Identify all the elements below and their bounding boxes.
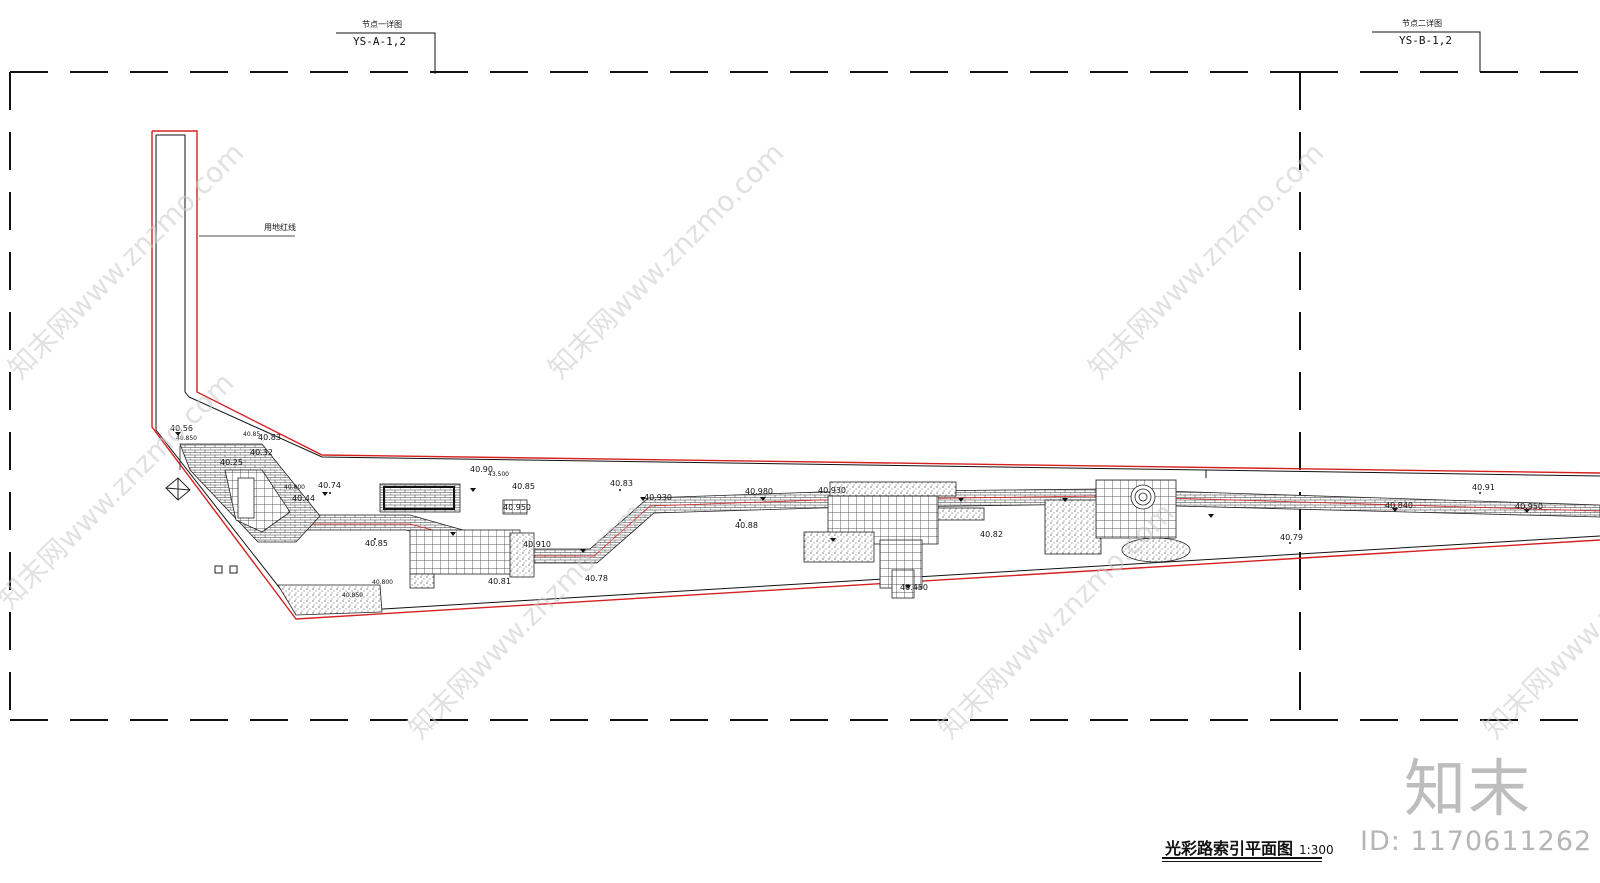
plaza-block-2 <box>803 481 985 599</box>
elevation-label: 40.85 <box>243 431 260 438</box>
viewport-frame-2 <box>1300 71 1600 721</box>
drawing-title: 光彩路索引平面图 <box>1165 839 1294 858</box>
elevation-label: 40.930 <box>644 493 672 502</box>
watermark-brand: 知末 <box>1404 752 1533 825</box>
elevation-label: 40.56 <box>170 424 193 433</box>
elevation-label: 40.81 <box>488 577 511 586</box>
elevation-label: 40.79 <box>1280 533 1303 542</box>
elevation-label: 40.910 <box>523 540 551 549</box>
watermark-text: 知末网www.znzmo.com <box>1477 496 1600 745</box>
watermark-repeats: 知末网www.znzmo.com 知末网www.znzmo.com 知末网www… <box>0 136 1600 745</box>
elevation-label: 40.950 <box>503 503 531 512</box>
callout-leader-2 <box>1372 31 1481 72</box>
elevation-label: 40.82 <box>980 530 1003 539</box>
boundary-label: 用地红线 <box>264 222 296 232</box>
callout-node-2: 节点二详图 <box>1402 18 1442 28</box>
title-underline-thick <box>1162 857 1322 859</box>
elevation-label: 40.83 <box>258 433 281 442</box>
elevation-label: 40.78 <box>585 574 608 583</box>
elevation-label: 40.44 <box>292 494 315 503</box>
callout-leader-1 <box>336 32 436 74</box>
elevation-label: 40.930 <box>818 486 846 495</box>
viewport-frame-1 <box>9 71 1301 721</box>
elevation-label: 40.450 <box>900 583 928 592</box>
elevation-label: 43.500 <box>488 471 509 478</box>
elevation-label: 40.850 <box>176 435 197 442</box>
watermark-text: 知末网www.znzmo.com <box>1082 136 1331 385</box>
entry-symbol <box>165 477 238 574</box>
elevation-label: 40.840 <box>1385 501 1413 510</box>
elevation-label: 40.91 <box>1472 483 1495 492</box>
watermark-text: 知末网www.znzmo.com <box>0 366 240 615</box>
elevation-label: 40.88 <box>735 521 758 530</box>
elevation-label: 40.950 <box>1515 502 1543 511</box>
elevation-label: 40.85 <box>512 482 535 491</box>
elevation-label: 40.800 <box>284 484 305 491</box>
elevation-label: 40.90 <box>470 465 493 474</box>
elevation-markers <box>175 432 1530 589</box>
callout-sheet-1: YS-A-1,2 <box>353 35 406 48</box>
elevation-label: 40.83 <box>610 479 633 488</box>
watermark-text: 知末网www.znzmo.com <box>542 136 791 385</box>
elevation-label: 40.74 <box>318 481 341 490</box>
road-edge <box>155 134 1600 615</box>
elevation-label: 40.85 <box>365 539 388 548</box>
elevation-label: 40.850 <box>342 592 363 599</box>
site-red-line <box>151 130 1600 620</box>
watermark-id: ID: 1170611262 <box>1360 826 1593 857</box>
entry-plaza <box>179 443 383 616</box>
elevation-label: 40.980 <box>745 487 773 496</box>
elevation-label: 40.32 <box>250 448 273 457</box>
callout-node-1: 节点一详图 <box>362 19 402 29</box>
title-underline-thin <box>1162 861 1322 862</box>
drawing-title-block: 光彩路索引平面图 1:300 <box>1165 835 1334 859</box>
plaza-block-3 <box>1044 479 1191 563</box>
elevation-labels: 40.56 40.850 40.85 40.83 40.32 40.25 40.… <box>170 424 1543 599</box>
watermark-text: 知末网www.znzmo.com <box>2 136 251 385</box>
elevation-label: 40.800 <box>372 579 393 586</box>
drawing-scale: 1:300 <box>1299 843 1334 857</box>
elevation-label: 40.25 <box>220 458 243 467</box>
plaza-block-1 <box>379 483 535 589</box>
callout-sheet-2: YS-B-1,2 <box>1399 34 1452 47</box>
